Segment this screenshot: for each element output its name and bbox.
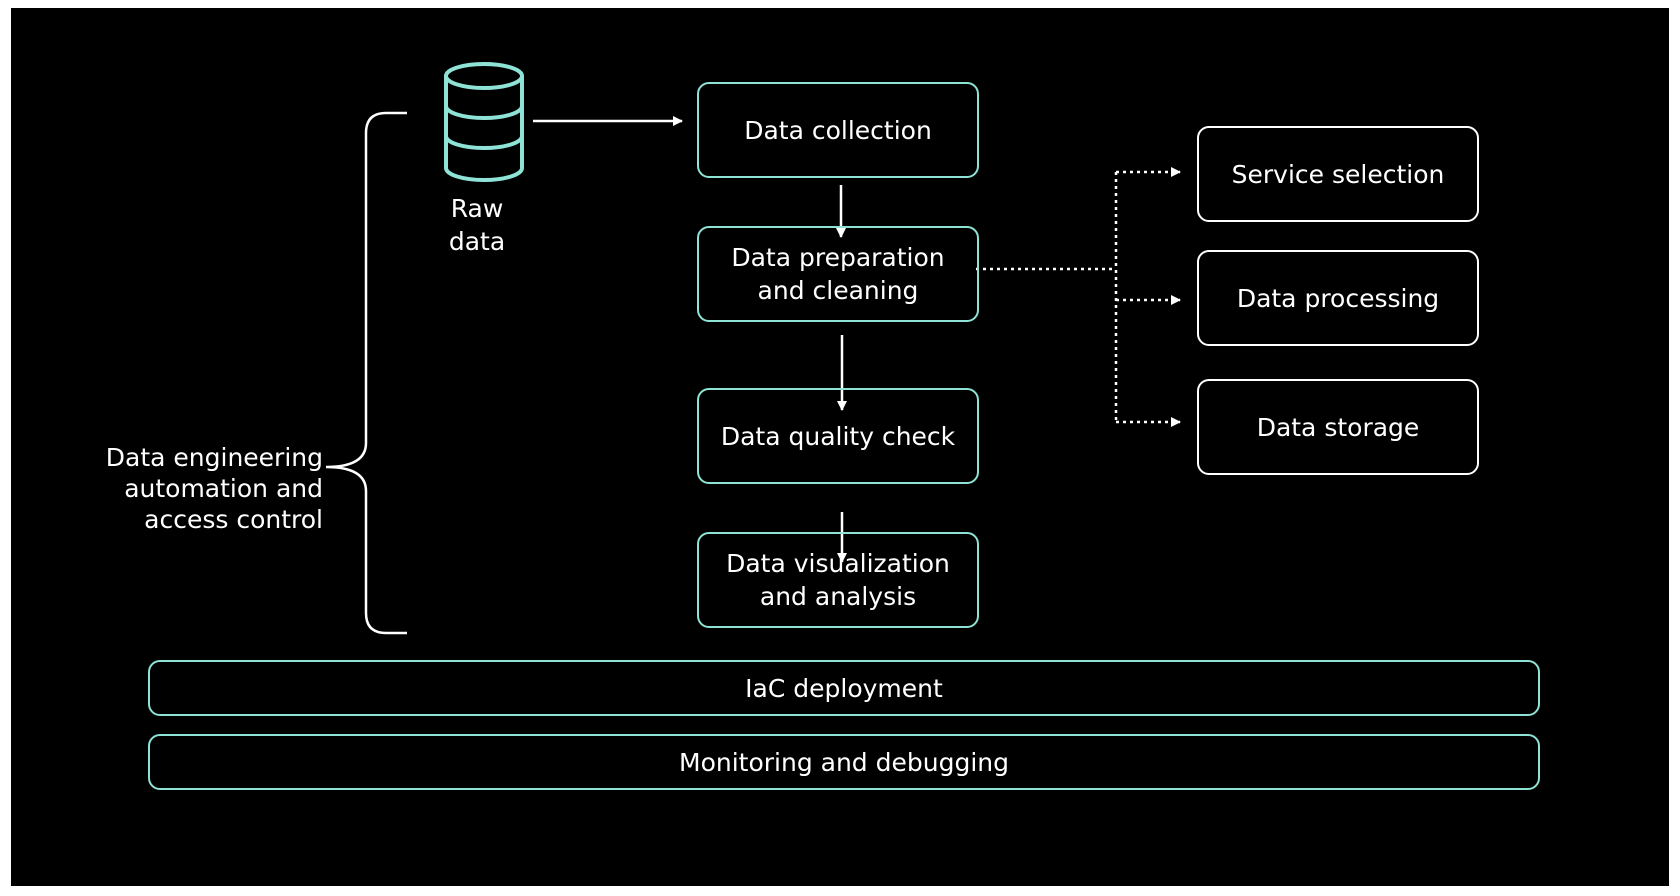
bracket-label: Data engineering automation and access c… [105, 443, 323, 534]
curly-brace [325, 111, 407, 635]
iac-deployment-label: IaC deployment [745, 673, 943, 703]
service-selection-box: Service selection [1197, 126, 1479, 222]
raw-data-label: Raw data [448, 194, 506, 256]
monitoring-label: Monitoring and debugging [679, 747, 1009, 777]
data-storage-box: Data storage [1197, 379, 1479, 475]
database-icon [444, 62, 524, 182]
connectors [325, 62, 1181, 635]
data-preparation-box: Data preparation and cleaning [697, 226, 979, 322]
data-processing-label: Data processing [1236, 283, 1440, 313]
data-collection-box: Data collection [697, 82, 979, 178]
data-collection-label: Data collection [744, 115, 932, 145]
iac-deployment-bar: IaC deployment [148, 660, 1540, 716]
data-visualization-label: Data visualization and analysis [726, 549, 950, 611]
data-processing-box: Data processing [1197, 250, 1479, 346]
data-quality-box: Data quality check [697, 388, 979, 484]
service-selection-label: Service selection [1231, 159, 1445, 189]
data-storage-label: Data storage [1256, 412, 1420, 442]
monitoring-bar: Monitoring and debugging [148, 734, 1540, 790]
data-quality-label: Data quality check [720, 421, 956, 451]
diagram-canvas: Raw data Data collection Data preparatio… [11, 8, 1669, 886]
data-preparation-label: Data preparation and cleaning [731, 243, 945, 305]
data-visualization-box: Data visualization and analysis [697, 532, 979, 628]
